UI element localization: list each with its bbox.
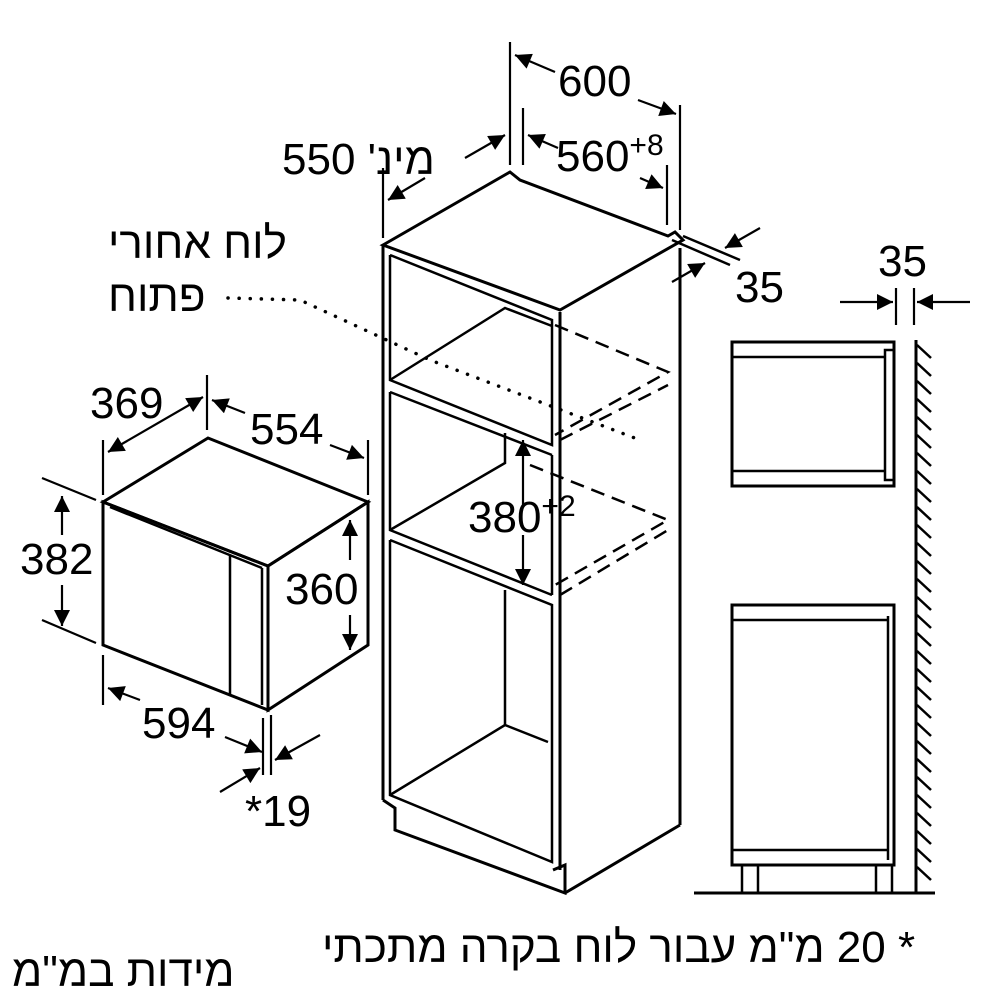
- dim-appliance-front-panel: *19: [245, 787, 312, 836]
- dim-appliance-depth: 369: [90, 379, 164, 428]
- dim-appliance-height-total: 382: [20, 535, 94, 584]
- dim-cabinet-width-inner-value: 560: [556, 132, 630, 181]
- appliance-drawing: [41, 375, 372, 793]
- dim-cabinet-depth-min: 550 מינ': [282, 138, 435, 182]
- dim-niche-height-tolerance: +2: [541, 490, 576, 523]
- units-note: מידות במ"מ: [12, 947, 235, 996]
- dim-side-wall-gap: 35: [878, 237, 927, 286]
- dim-niche-height: 380+2: [468, 492, 576, 542]
- dim-cabinet-depth-min-prefix: מינ': [367, 135, 435, 184]
- dim-niche-height-value: 380: [468, 493, 542, 542]
- side-view-drawing: [694, 288, 970, 895]
- dim-cabinet-width-inner: 560+8: [556, 131, 664, 181]
- wall-hatch: [916, 344, 932, 881]
- dim-cabinet-width-inner-tolerance: +8: [629, 129, 664, 162]
- dim-cabinet-back-gap: 35: [735, 263, 784, 312]
- back-panel-label-line1: לוח אחורי: [108, 219, 287, 268]
- dim-appliance-width-top: 554: [250, 405, 324, 454]
- dim-appliance-front-width: 594: [142, 699, 216, 748]
- dim-appliance-height-body: 360: [285, 565, 359, 614]
- back-panel-label-line2: פתוח: [108, 272, 206, 321]
- cabinet-drawing: [226, 42, 761, 896]
- footnote-metal-panel: * 20 מ"מ עבור לוח בקרה מתכתי: [322, 923, 916, 972]
- dim-cabinet-width-outer: 600: [558, 57, 632, 106]
- dim-cabinet-depth-min-value: 550: [282, 135, 356, 184]
